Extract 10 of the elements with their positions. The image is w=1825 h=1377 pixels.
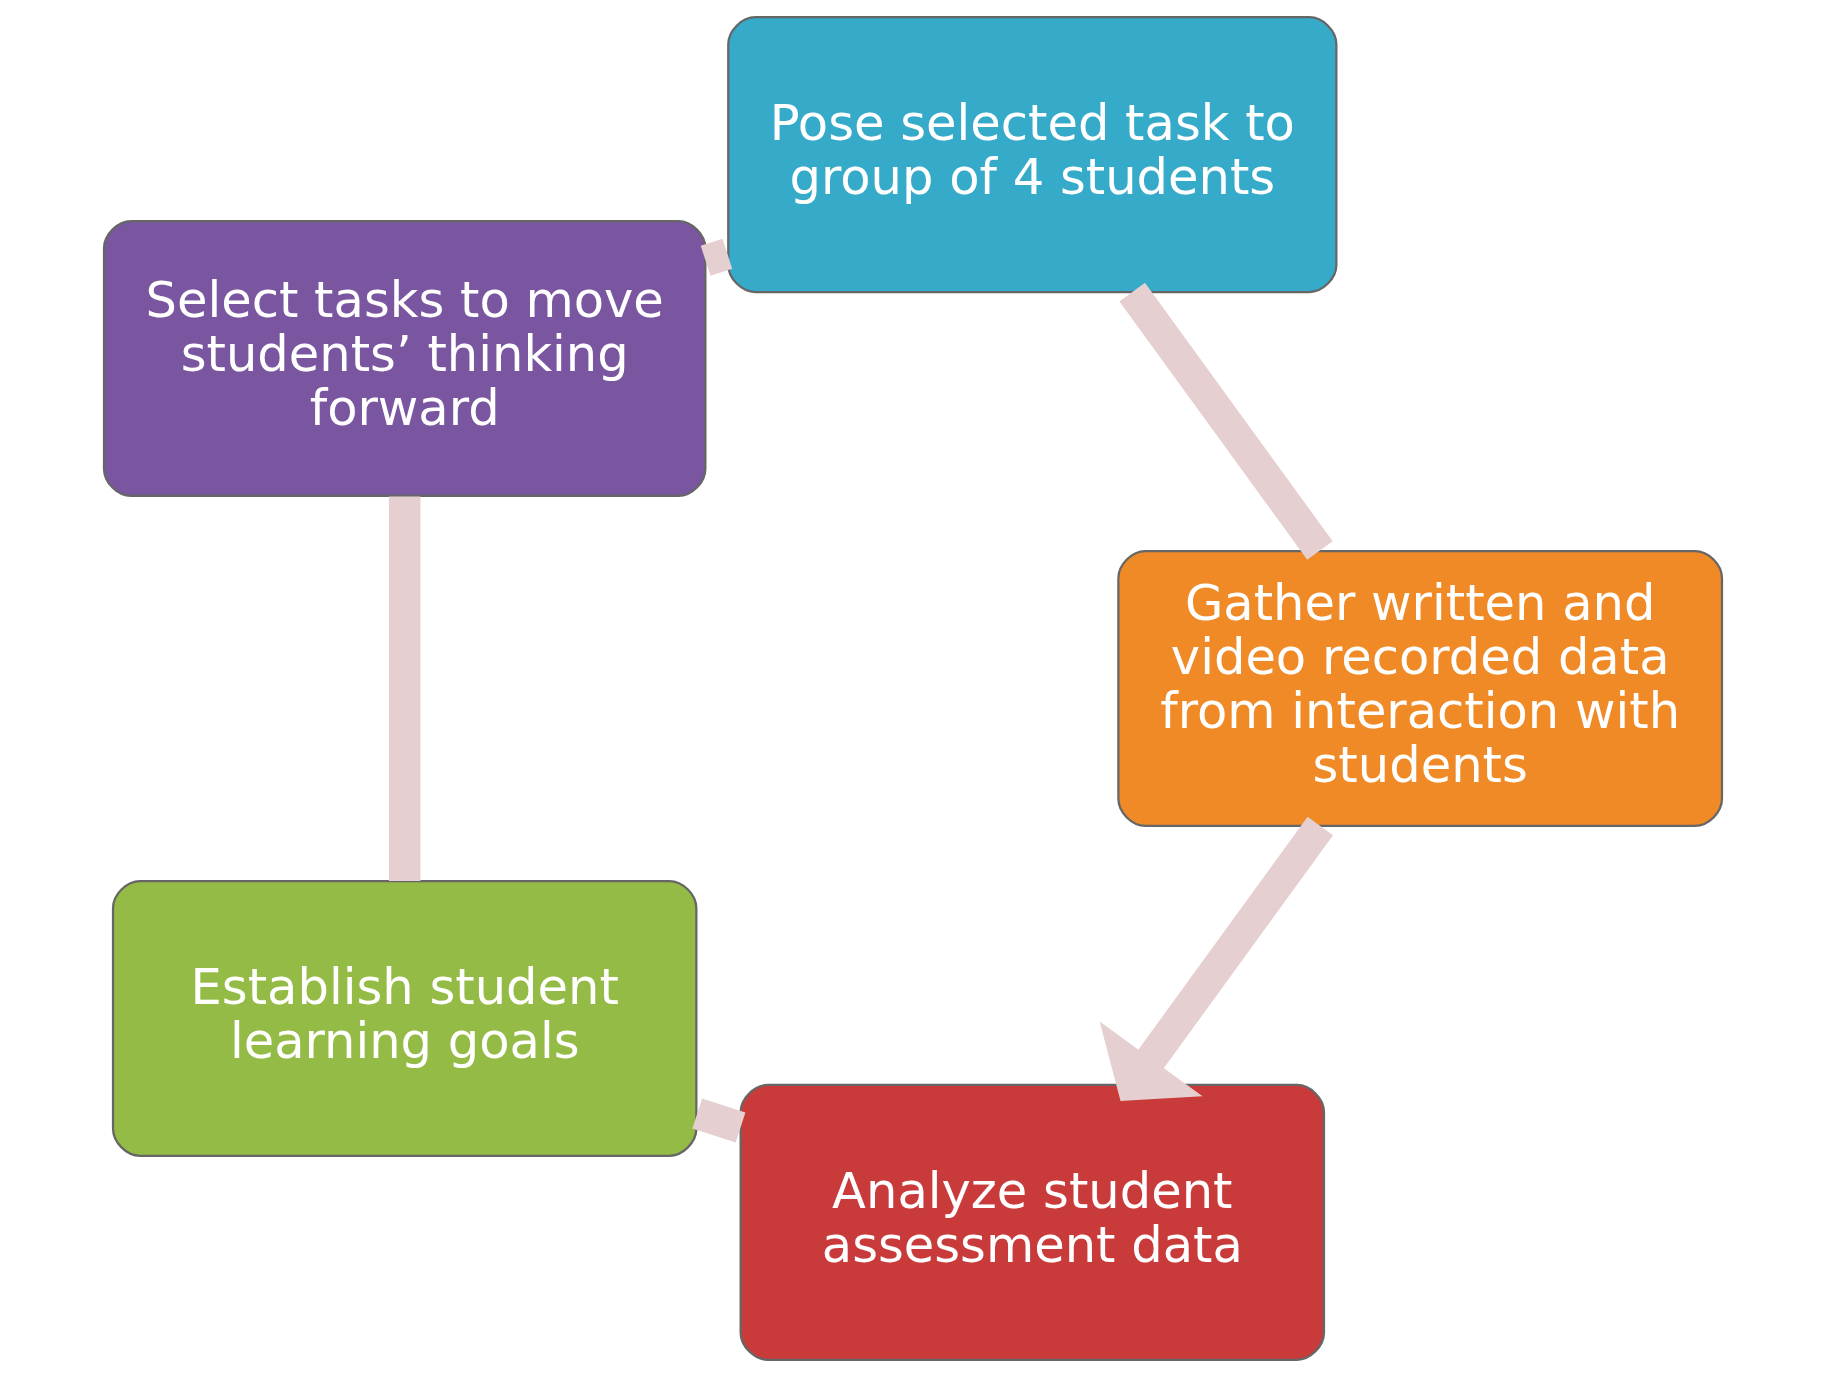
node-box: Establish student learning goals	[111, 879, 697, 1157]
connector	[1118, 282, 1333, 560]
connector	[700, 238, 732, 276]
connector	[691, 1098, 745, 1143]
node-box: Gather written and video recorded data from interaction with students	[1116, 550, 1723, 827]
node-box: Analyze student assessment data	[739, 1083, 1325, 1361]
connector	[388, 496, 420, 881]
node-box: Select tasks to move students’ thinking forward	[102, 220, 706, 498]
arrow	[1099, 816, 1333, 1101]
node-box: Pose selected task to group of 4 students	[726, 16, 1337, 294]
